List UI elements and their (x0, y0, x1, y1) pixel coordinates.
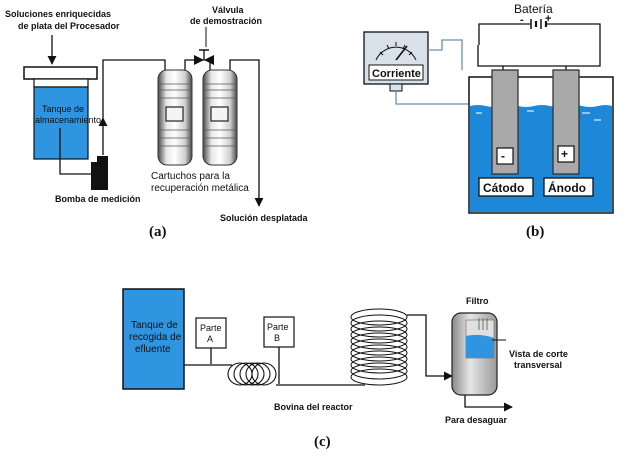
outlet-pipe (229, 59, 260, 190)
filter-label: Filtro (466, 296, 489, 306)
storage-tank: Tanque de almacenamiento (23, 66, 101, 160)
panel-c: Tanque de recogida de efluente Parte A P… (122, 288, 568, 450)
cartridge-right (202, 69, 238, 166)
caption-c: (c) (314, 434, 331, 450)
section-label-line2: transversal (514, 360, 562, 370)
mixing-coil (227, 362, 277, 386)
panel-a: Soluciones enriquecidas de plata del Pro… (5, 5, 309, 240)
part-b-line2: B (274, 333, 280, 343)
effluent-tank-label-line1: Tanque de (131, 320, 178, 331)
metering-pump (91, 156, 108, 190)
part-a-line2: A (207, 334, 213, 344)
valve-label-line1: Válvula (212, 5, 245, 15)
tank-to-pump-pipe (59, 128, 92, 175)
demo-valve (194, 49, 214, 65)
part-a-box (195, 317, 227, 349)
valve-label-line2: de demostración (190, 16, 262, 26)
cartridges-label-line2: recuperación metálica (151, 183, 249, 194)
solutions-label-line2: de plata del Procesador (18, 21, 120, 31)
part-a-line1: Parte (200, 323, 222, 333)
meter-label: Corriente (372, 68, 421, 80)
solutions-label-line1: Soluciones enriquecidas (5, 9, 111, 19)
effluent-tank (122, 288, 185, 390)
part-b-line1: Parte (267, 322, 289, 332)
section-label-line1: Vista de corte (509, 349, 568, 359)
battery-circuit (477, 23, 601, 67)
panel-b: Corriente Batería - + (363, 2, 614, 240)
battery-plus-sign: + (545, 13, 551, 25)
tank-label-line1: Tanque de (42, 104, 84, 114)
anode-sign: + (561, 147, 568, 161)
reactor-coil-label: Bovina del reactor (274, 402, 353, 412)
reactor-coil (350, 308, 408, 386)
anode-electrode: + (552, 69, 580, 175)
cartridge-left (157, 69, 193, 166)
effluent-tank-label-line2: recogida de (129, 332, 182, 343)
caption-b: (b) (526, 224, 544, 240)
reactor-to-filter-pipe (407, 314, 437, 377)
effluent-tank-label-line3: efluente (135, 344, 171, 355)
battery-minus-sign: - (520, 14, 524, 26)
output-label: Solución desplatada (220, 213, 309, 223)
filter-unit (451, 312, 498, 396)
anode-label: Ánodo (548, 180, 586, 195)
current-meter: Corriente (363, 31, 429, 92)
drain-pipe (464, 395, 503, 408)
cartridges-label-line1: Cartuchos para la (151, 171, 230, 182)
cathode-electrode: - (491, 69, 519, 175)
cathode-label: Cátodo (483, 181, 524, 195)
meter-to-circuit-wire (428, 39, 463, 70)
caption-a: (a) (149, 224, 167, 240)
battery-label: Batería (514, 2, 553, 16)
battery-icon (524, 19, 554, 29)
drain-label: Para desaguar (445, 415, 508, 425)
part-b-box (263, 316, 295, 348)
cathode-sign: - (501, 149, 505, 163)
pump-label: Bomba de medición (55, 194, 141, 204)
meter-needle (395, 45, 408, 61)
tank-label-line2: almacenamiento (35, 115, 101, 125)
main-pipe (102, 59, 166, 118)
